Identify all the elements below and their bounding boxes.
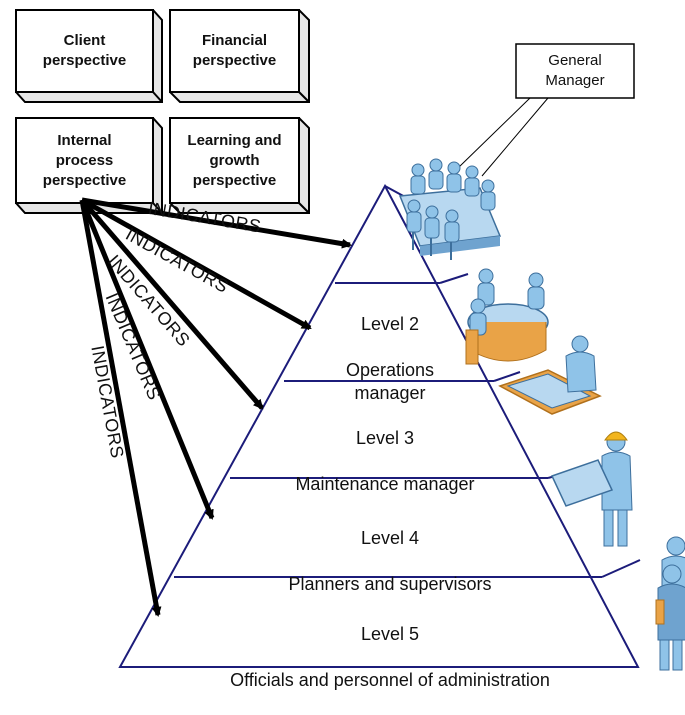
level-5-label: Level 5 Officials and personnel of admin… — [160, 600, 620, 715]
balanced-scorecard-diagram: Client perspective Financial perspective… — [15, 9, 685, 690]
general-manager-label: General Manager — [545, 52, 605, 89]
client-perspective-box — [15, 9, 163, 103]
indicator-arrow-2 — [80, 197, 312, 331]
round-table-meeting-icon — [465, 268, 549, 365]
level-4-role: Planners and supervisors — [288, 574, 492, 594]
pyramid — [118, 183, 641, 668]
level-2-label: Level 2 Operations manager — [290, 290, 490, 428]
worker-with-blueprint-icon — [550, 431, 633, 547]
client-perspective-label: Client perspective — [42, 32, 127, 69]
level-3-role: Maintenance manager — [295, 474, 475, 494]
financial-perspective-box — [169, 9, 310, 103]
level-3-title: Level 3 — [355, 428, 415, 448]
indicator-arrow-1 — [81, 197, 352, 249]
indicator-arrow-4 — [79, 199, 215, 520]
learning-growth-perspective-label: Learning and growth perspective — [187, 131, 282, 189]
level-4-title: Level 4 — [360, 528, 420, 548]
level-5-role: Officials and personnel of administratio… — [230, 670, 550, 690]
level-5-title: Level 5 — [360, 624, 420, 644]
indicator-arrow-5 — [79, 199, 162, 617]
internal-process-perspective-label: Internal process perspective — [42, 131, 127, 189]
general-manager-callout — [457, 43, 635, 177]
indicator-arrow-3 — [80, 198, 264, 410]
staff-people-icon — [655, 536, 685, 671]
level-2-role: Operations manager — [345, 360, 435, 403]
level-2-title: Level 2 — [360, 314, 420, 334]
diagram-canvas — [15, 9, 685, 671]
learning-growth-perspective-box — [169, 117, 310, 214]
board-meeting-icon — [398, 158, 502, 260]
level-3-label: Level 3 Maintenance manager — [240, 404, 530, 519]
level-4-label: Level 4 Planners and supervisors — [220, 504, 560, 619]
indicator-arrows — [79, 197, 352, 617]
financial-perspective-label: Financial perspective — [192, 32, 277, 69]
drafting-table-icon — [498, 335, 602, 415]
